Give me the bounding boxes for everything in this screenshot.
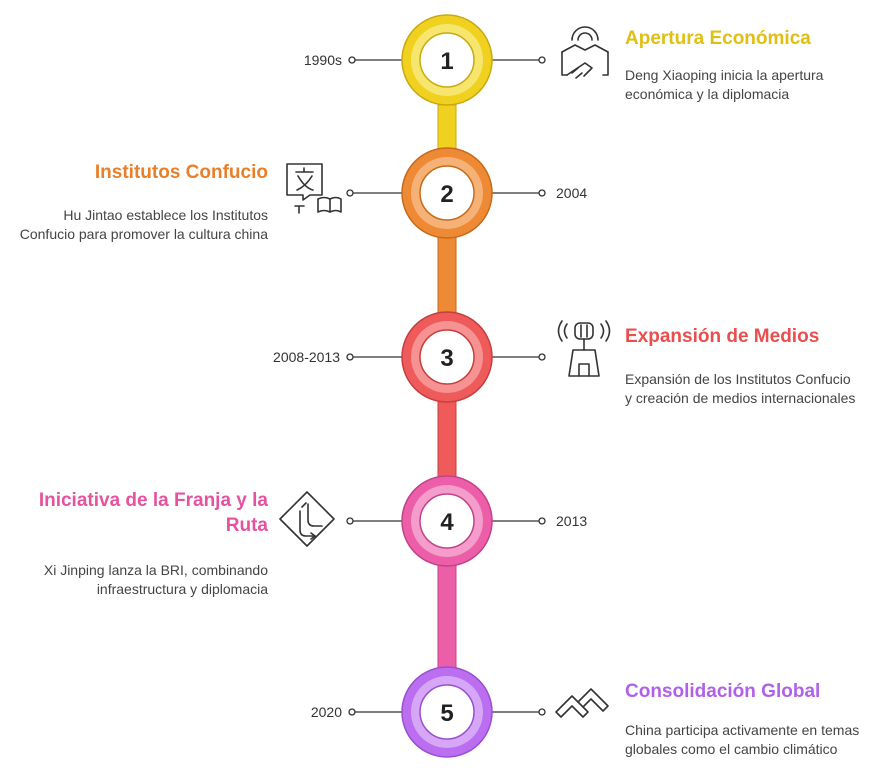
date-5: 2020 [310, 704, 342, 720]
date-1: 1990s [303, 52, 342, 68]
event-description-2: Hu Jintao establece los Institutos Confu… [19, 207, 268, 242]
connector-2-right-dot [538, 189, 546, 197]
handshake-icon [561, 26, 609, 79]
node-5-number: 5 [440, 700, 453, 727]
spine-segment-3 [437, 396, 457, 485]
spine-segment-2 [437, 231, 457, 320]
connector-2-left-dot [346, 189, 354, 197]
date-3: 2008-2013 [273, 349, 340, 365]
connector-1-left-dot [348, 56, 356, 64]
node-3-number: 3 [440, 345, 453, 372]
connector-4-right-dot [538, 517, 546, 525]
event-title-2: Institutos Confucio [94, 162, 268, 183]
event-title-1: Apertura Económica [625, 28, 811, 49]
mountains-icon [555, 688, 609, 718]
road-sign-icon [279, 491, 335, 547]
node-4: 4 [401, 475, 493, 567]
node-4-number: 4 [440, 509, 454, 536]
connector-3-right-dot [538, 353, 546, 361]
date-4: 2013 [556, 513, 588, 529]
event-description-1: Deng Xiaoping inicia la apertura económi… [625, 67, 824, 102]
event-description-3: Expansión de los Institutos Confucio y c… [625, 371, 856, 406]
event-description-4: Xi Jinping lanza la BRI, combinando infr… [43, 562, 268, 597]
node-2-number: 2 [440, 181, 453, 208]
event-description-5: China participa activamente en temas glo… [625, 722, 860, 757]
connector-5-right-dot [538, 708, 546, 716]
broadcast-tower-icon [557, 320, 611, 377]
connector-3-left-dot [346, 353, 354, 361]
event-title-3: Expansión de Medios [625, 326, 820, 347]
event-title-4: Iniciativa de la Franja y la Ruta [38, 490, 268, 536]
node-1-number: 1 [440, 48, 453, 75]
node-1: 1 [401, 14, 493, 106]
event-title-5: Consolidación Global [625, 681, 821, 702]
connector-5-left-dot [348, 708, 356, 716]
connector-1-right-dot [538, 56, 546, 64]
connectors [346, 56, 546, 716]
date-2: 2004 [556, 185, 588, 201]
spine-segment-4 [437, 560, 457, 672]
connector-4-left-dot [346, 517, 354, 525]
node-2: 2 [401, 147, 493, 239]
translate-book-icon [286, 163, 342, 214]
node-5: 5 [401, 666, 493, 758]
node-3: 3 [401, 311, 493, 403]
